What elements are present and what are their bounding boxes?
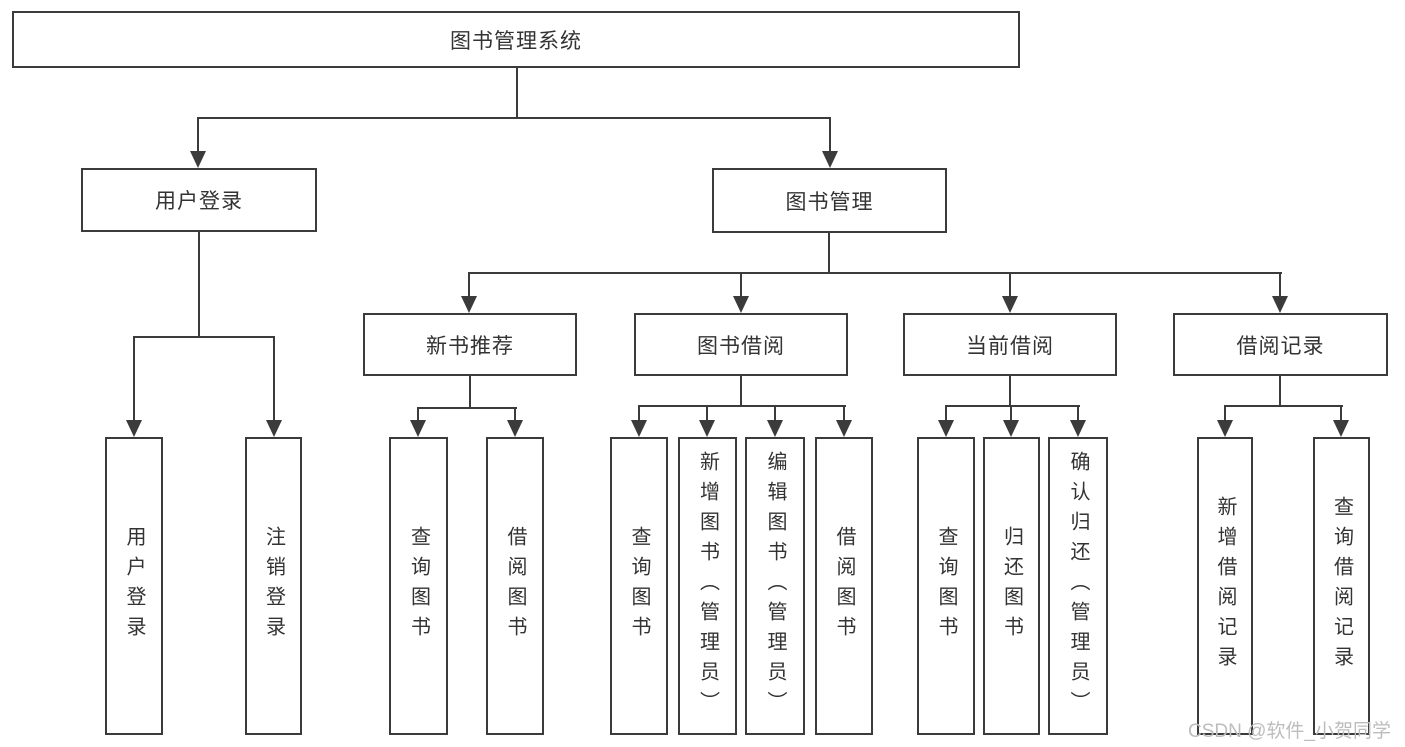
arrow-down-icon <box>1002 296 1018 313</box>
leaf-user-login-label: 用户登录 <box>123 526 145 646</box>
leaf-recommend-borrow-books-label: 借阅图书 <box>504 526 526 646</box>
edge-current-drop-1 <box>945 405 947 424</box>
arrow-down-icon <box>1333 420 1349 437</box>
arrow-down-icon <box>733 296 749 313</box>
edge-management-drop-3 <box>1009 272 1011 300</box>
node-current-borrow: 当前借阅 <box>903 313 1117 376</box>
node-root: 图书管理系统 <box>12 11 1020 68</box>
edge-records-drop-1 <box>1224 405 1226 424</box>
node-new-book-recommend: 新书推荐 <box>363 313 577 376</box>
arrow-down-icon <box>836 420 852 437</box>
arrow-down-icon <box>631 420 647 437</box>
arrow-down-icon <box>767 420 783 437</box>
leaf-borrow-query-books: 查询图书 <box>610 437 668 735</box>
leaf-records-add-record-label: 新增借阅记录 <box>1214 496 1236 676</box>
edge-management-stem <box>828 231 830 274</box>
edge-management-drop-1 <box>468 272 470 300</box>
leaf-borrow-borrow-books: 借阅图书 <box>815 437 873 735</box>
leaf-borrow-query-books-label: 查询图书 <box>628 526 650 646</box>
node-user-login: 用户登录 <box>81 168 317 232</box>
edge-login-rail <box>133 336 275 338</box>
leaf-borrow-edit-books-admin-label: 编辑图书（管理员） <box>764 451 786 721</box>
arrow-down-icon <box>1272 296 1288 313</box>
node-user-login-label: 用户登录 <box>155 190 243 213</box>
edge-management-drop-4 <box>1279 272 1281 300</box>
edge-borrow-drop-2 <box>706 405 708 424</box>
arrow-down-icon <box>266 420 282 437</box>
edge-current-drop-3 <box>1077 405 1079 424</box>
leaf-records-add-record: 新增借阅记录 <box>1197 437 1253 735</box>
edge-login-drop-2 <box>273 336 275 424</box>
edge-records-stem <box>1279 374 1281 407</box>
edge-current-drop-2 <box>1010 405 1012 424</box>
arrow-down-icon <box>410 420 426 437</box>
edge-root-drop-right <box>829 117 831 155</box>
arrow-down-icon <box>1070 420 1086 437</box>
edge-recommend-stem <box>469 374 471 408</box>
leaf-recommend-borrow-books: 借阅图书 <box>486 437 544 735</box>
edge-records-drop-2 <box>1340 405 1342 424</box>
edge-borrow-stem <box>740 374 742 407</box>
node-current-borrow-label: 当前借阅 <box>966 334 1054 358</box>
node-borrow-records: 借阅记录 <box>1173 313 1388 376</box>
leaf-borrow-add-books-admin: 新增图书（管理员） <box>678 437 737 735</box>
arrow-down-icon <box>461 296 477 313</box>
leaf-logout: 注销登录 <box>245 437 302 735</box>
arrow-down-icon <box>126 420 142 437</box>
leaf-current-confirm-return-admin-label: 确认归还（管理员） <box>1067 451 1089 721</box>
edge-login-stem <box>198 230 200 338</box>
leaf-current-return-books-label: 归还图书 <box>1000 526 1023 646</box>
watermark: CSDN @软件_小贺同学 <box>1188 721 1391 742</box>
edge-root-drop-left <box>197 117 199 155</box>
edge-records-rail <box>1224 405 1343 407</box>
node-book-management: 图书管理 <box>712 168 947 233</box>
arrow-down-icon <box>507 420 523 437</box>
edge-root-stem <box>516 66 518 118</box>
leaf-borrow-add-books-admin-label: 新增图书（管理员） <box>696 451 719 721</box>
arrow-down-icon <box>190 151 206 168</box>
node-new-book-recommend-label: 新书推荐 <box>426 334 514 358</box>
node-book-borrow: 图书借阅 <box>634 313 848 376</box>
leaf-current-confirm-return-admin: 确认归还（管理员） <box>1048 437 1108 735</box>
arrow-down-icon <box>1217 420 1233 437</box>
leaf-user-login: 用户登录 <box>105 437 163 735</box>
edge-current-rail <box>945 405 1080 407</box>
edge-root-rail <box>197 117 831 119</box>
edge-recommend-drop-2 <box>514 407 516 424</box>
edge-recommend-rail <box>417 407 517 409</box>
edge-login-drop-1 <box>133 336 135 424</box>
edge-borrow-drop-4 <box>843 405 845 424</box>
arrow-down-icon <box>938 420 954 437</box>
leaf-current-return-books: 归还图书 <box>983 437 1040 735</box>
arrow-down-icon <box>822 151 838 168</box>
leaf-logout-label: 注销登录 <box>262 526 285 646</box>
edge-borrow-drop-3 <box>774 405 776 424</box>
leaf-current-query-books: 查询图书 <box>917 437 975 735</box>
leaf-recommend-query-books: 查询图书 <box>389 437 448 735</box>
edge-current-stem <box>1009 374 1011 407</box>
leaf-borrow-edit-books-admin: 编辑图书（管理员） <box>745 437 805 735</box>
edge-recommend-drop-1 <box>417 407 419 424</box>
node-root-label: 图书管理系统 <box>450 29 582 53</box>
arrow-down-icon <box>1003 420 1019 437</box>
edge-management-rail <box>468 272 1282 274</box>
node-borrow-records-label: 借阅记录 <box>1236 334 1325 358</box>
edge-borrow-rail <box>638 405 846 407</box>
leaf-records-query-record: 查询借阅记录 <box>1313 437 1370 735</box>
node-book-management-label: 图书管理 <box>785 190 874 214</box>
edge-management-drop-2 <box>740 272 742 300</box>
leaf-recommend-query-books-label: 查询图书 <box>407 526 430 646</box>
node-book-borrow-label: 图书借阅 <box>697 334 785 358</box>
leaf-borrow-borrow-books-label: 借阅图书 <box>833 526 855 646</box>
leaf-current-query-books-label: 查询图书 <box>935 526 957 646</box>
edge-borrow-drop-1 <box>638 405 640 424</box>
leaf-records-query-record-label: 查询借阅记录 <box>1330 496 1353 676</box>
arrow-down-icon <box>699 420 715 437</box>
